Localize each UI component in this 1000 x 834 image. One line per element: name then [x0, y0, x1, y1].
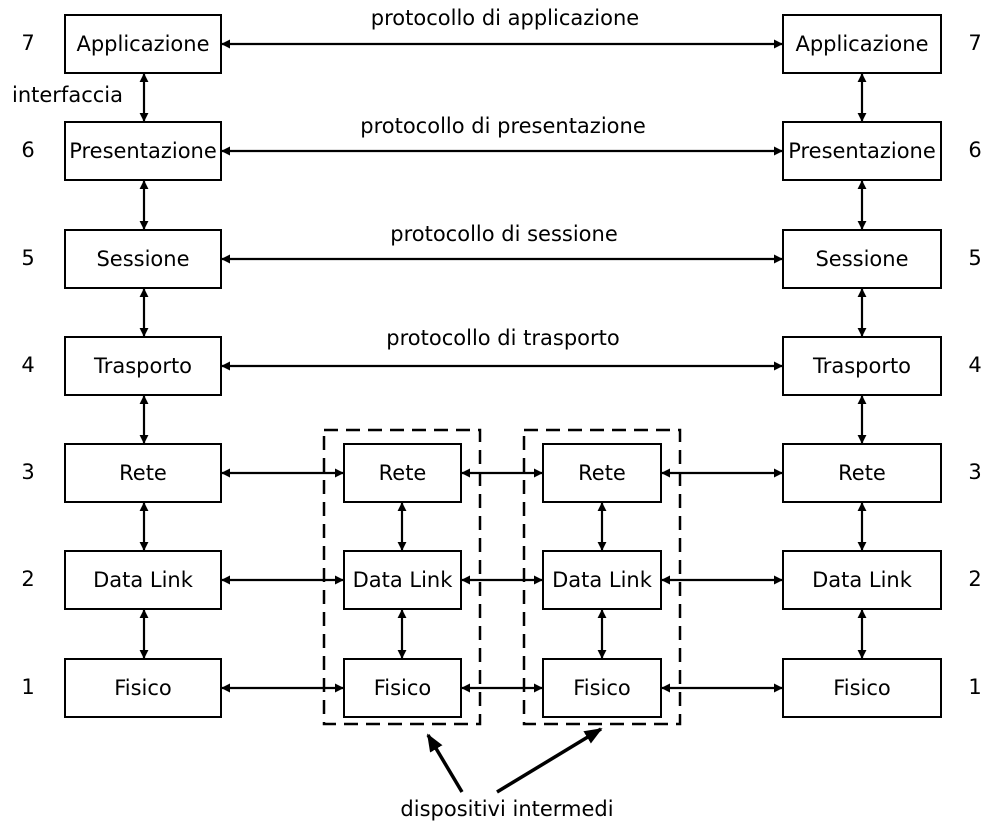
right-rete-box: Rete — [782, 443, 942, 503]
right-applicazione-box: Applicazione — [782, 14, 942, 74]
layer-number-right-7: 7 — [968, 31, 982, 55]
right-sessione-box: Sessione — [782, 229, 942, 289]
protocol-label-trasporto: protocollo di trasporto — [386, 326, 620, 350]
right-data-link-box: Data Link — [782, 550, 942, 610]
intermediate-device-1-frame — [322, 428, 482, 726]
layer-number-right-2: 2 — [968, 567, 982, 591]
caption-pointer-arrow-1 — [426, 733, 464, 793]
layer-number-left-6: 6 — [21, 138, 35, 162]
layer-number-left-1: 1 — [21, 675, 35, 699]
protocol-label-presentazione: protocollo di presentazione — [360, 114, 646, 138]
left-presentazione-box: Presentazione — [64, 121, 222, 181]
caption-pointer-arrow-2 — [496, 727, 603, 794]
left-sessione-box: Sessione — [64, 229, 222, 289]
left-applicazione-box: Applicazione — [64, 14, 222, 74]
layer-number-right-3: 3 — [968, 460, 982, 484]
layer-number-left-7: 7 — [21, 31, 35, 55]
left-rete-box: Rete — [64, 443, 222, 503]
left-fisico-box: Fisico — [64, 658, 222, 718]
layer-number-right-5: 5 — [968, 246, 982, 270]
right-presentazione-box: Presentazione — [782, 121, 942, 181]
layer-number-right-6: 6 — [968, 138, 982, 162]
protocol-label-applicazione: protocollo di applicazione — [370, 6, 640, 30]
mid2-data-link-box: Data Link — [542, 550, 662, 610]
layer-number-left-2: 2 — [21, 567, 35, 591]
mid2-fisico-box: Fisico — [542, 658, 662, 718]
layer-number-left-5: 5 — [21, 246, 35, 270]
right-trasporto-box: Trasporto — [782, 336, 942, 396]
protocol-label-sessione: protocollo di sessione — [390, 222, 618, 246]
layer-number-right-4: 4 — [968, 353, 982, 377]
left-trasporto-box: Trasporto — [64, 336, 222, 396]
interface-label: interfaccia — [12, 83, 123, 107]
mid1-data-link-box: Data Link — [343, 550, 462, 610]
left-data-link-box: Data Link — [64, 550, 222, 610]
intermediate-device-2-frame — [522, 428, 682, 726]
layer-number-left-4: 4 — [21, 353, 35, 377]
intermediate-devices-caption: dispositivi intermedi — [400, 797, 614, 821]
mid1-rete-box: Rete — [343, 443, 462, 503]
layer-number-right-1: 1 — [968, 675, 982, 699]
layer-number-left-3: 3 — [21, 460, 35, 484]
right-fisico-box: Fisico — [782, 658, 942, 718]
mid2-rete-box: Rete — [542, 443, 662, 503]
mid1-fisico-box: Fisico — [343, 658, 462, 718]
